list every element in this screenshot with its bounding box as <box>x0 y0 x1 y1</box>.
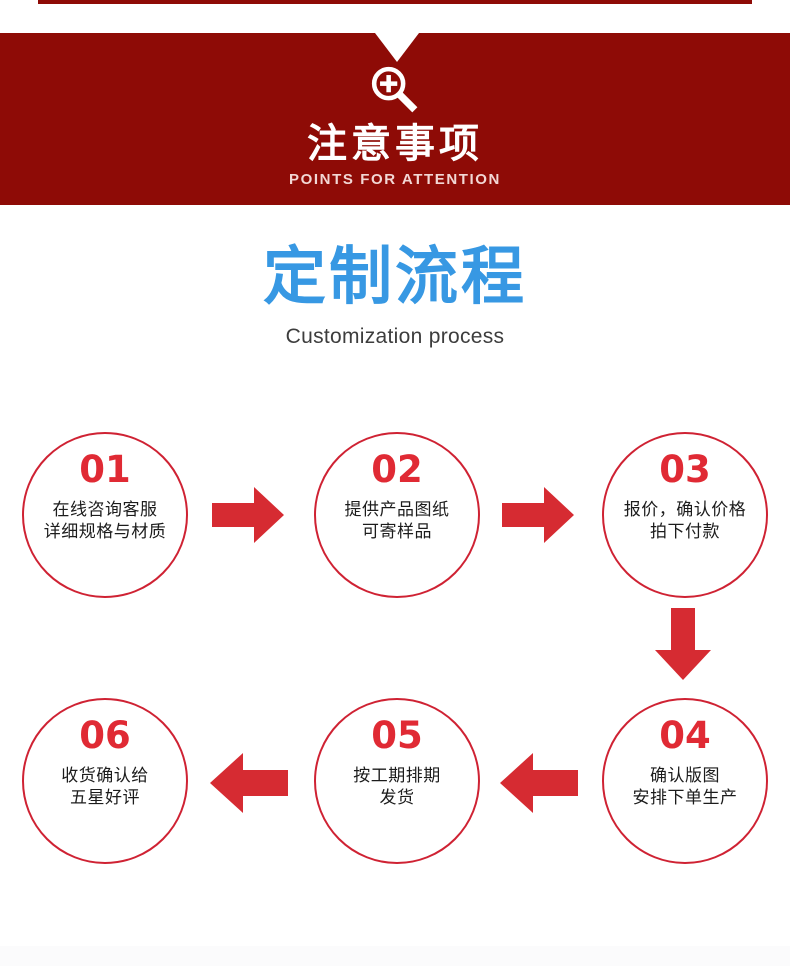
flow-step-number: 04 <box>659 714 711 757</box>
flow-step-06: 06 收货确认给 五星好评 <box>22 698 188 864</box>
flow-step-text: 提供产品图纸 可寄样品 <box>344 500 450 543</box>
flow-step-text: 确认版图 安排下单生产 <box>632 766 738 809</box>
flow-step-number: 02 <box>371 448 423 491</box>
top-divider-strip <box>38 0 752 4</box>
flow-step-02: 02 提供产品图纸 可寄样品 <box>314 432 480 598</box>
arrow-right-icon <box>212 487 284 543</box>
arrow-down-icon <box>655 608 711 680</box>
banner-title-en: POINTS FOR ATTENTION <box>289 171 501 188</box>
section-heading-en: Customization process <box>285 325 505 349</box>
flow-step-01: 01 在线咨询客服 详细规格与材质 <box>22 432 188 598</box>
flow-step-number: 05 <box>371 714 423 757</box>
arrow-left-icon <box>500 753 578 813</box>
bottom-edge-strip <box>0 946 790 966</box>
flow-step-number: 03 <box>659 448 711 491</box>
arrow-left-icon <box>210 753 288 813</box>
flow-step-04: 04 确认版图 安排下单生产 <box>602 698 768 864</box>
flow-step-05: 05 按工期排期 发货 <box>314 698 480 864</box>
section-heading: 定制流程 Customization process <box>0 240 790 349</box>
magnifier-plus-icon <box>371 66 418 113</box>
banner-notch-triangle <box>375 33 419 62</box>
flow-step-03: 03 报价，确认价格 拍下付款 <box>602 432 768 598</box>
section-heading-cn: 定制流程 <box>263 240 527 313</box>
flow-step-text: 收货确认给 五星好评 <box>61 766 149 809</box>
arrow-right-icon <box>502 487 574 543</box>
flow-step-text: 在线咨询客服 详细规格与材质 <box>43 500 167 543</box>
flow-step-number: 06 <box>79 714 131 757</box>
flow-step-text: 按工期排期 发货 <box>353 766 441 809</box>
attention-banner: 注意事项 POINTS FOR ATTENTION <box>0 33 790 205</box>
banner-title-cn: 注意事项 <box>307 121 483 167</box>
flow-step-text: 报价，确认价格 拍下付款 <box>623 500 747 543</box>
flow-step-number: 01 <box>79 448 131 491</box>
